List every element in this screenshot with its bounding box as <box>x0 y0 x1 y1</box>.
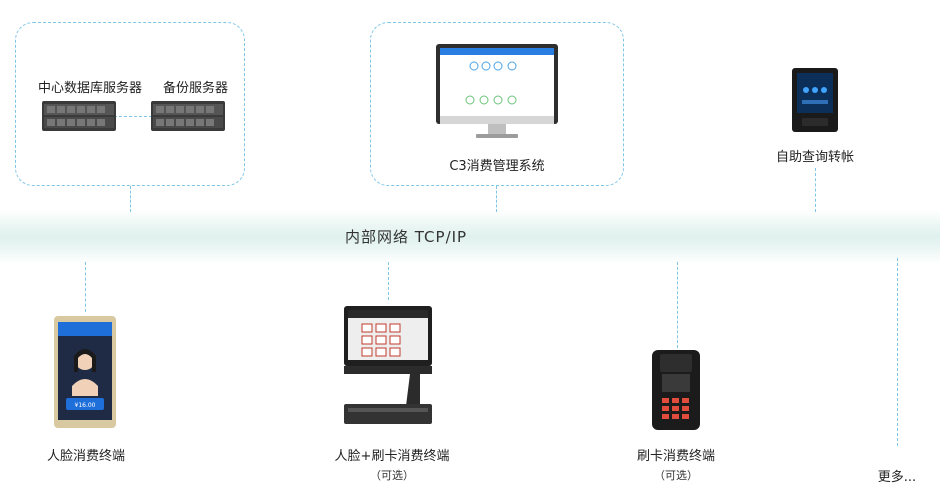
network-band <box>0 210 940 264</box>
kiosk-label: 自助查询转帐 <box>775 150 855 165</box>
more-label: 更多... <box>877 470 917 485</box>
combo-terminal-label: 人脸+刷卡消费终端 <box>334 449 450 464</box>
management-group-box <box>370 22 624 186</box>
management-connector <box>496 186 497 212</box>
kiosk-connector <box>815 168 816 212</box>
server-connector <box>130 186 131 212</box>
card-terminal-note: （可选） <box>654 469 698 482</box>
network-label: 内部网络 TCP/IP <box>345 228 468 246</box>
management-label: C3消费管理系统 <box>449 159 545 174</box>
card-terminal-connector <box>677 262 678 348</box>
combo-terminal-connector <box>388 262 389 300</box>
more-connector <box>897 258 898 446</box>
face-terminal-amount: ¥16.00 <box>75 402 96 409</box>
card-terminal-image <box>652 350 700 430</box>
face-terminal-connector <box>85 262 86 312</box>
center-server-image <box>42 101 116 131</box>
center-server-label: 中心数据库服务器 <box>38 81 143 96</box>
server-group-box <box>15 22 245 186</box>
server-link <box>114 116 152 117</box>
face-terminal-label: 人脸消费终端 <box>46 449 126 464</box>
card-terminal-label: 刷卡消费终端 <box>636 449 716 464</box>
face-terminal-image: ¥16.00 <box>54 316 116 428</box>
combo-terminal-image <box>344 306 432 424</box>
kiosk-image <box>792 68 838 132</box>
backup-server-image <box>151 101 225 131</box>
backup-server-label: 备份服务器 <box>163 81 229 96</box>
combo-terminal-note: （可选） <box>370 469 414 482</box>
management-monitor-image <box>436 44 558 138</box>
